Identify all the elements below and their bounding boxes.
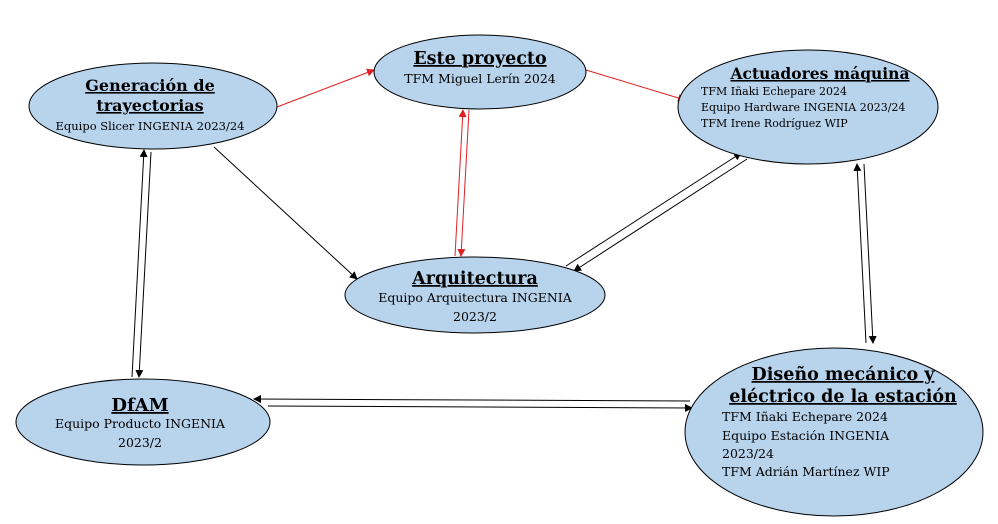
node-generacion-de-trayectorias[interactable]: Generación de trayectorias Equipo Slicer… — [28, 62, 278, 150]
node-diseno-mecanico-y-electrico[interactable]: Diseño mecánico y eléctrico de la estaci… — [684, 347, 984, 517]
node-arquitectura-ellipse — [344, 256, 606, 334]
node-actuadores-maquina[interactable]: Actuadores máquina TFM Iñaki Echepare 20… — [677, 49, 939, 165]
edge-generacion-to-este-proyecto — [276, 68, 375, 108]
node-actuadores-body-line-2: Equipo Hardware INGENIA 2023/24 — [701, 101, 905, 114]
edge-arquitectura-to-actuadores — [565, 152, 742, 267]
edge-actuadores-to-arquitectura — [573, 158, 748, 272]
node-dfam-body-line-1: Equipo Producto INGENIA — [55, 416, 226, 431]
node-dfam-ellipse — [15, 378, 271, 466]
edge-dfam-to-diseno — [267, 403, 693, 412]
node-diseno-body-line-2: Equipo Estación INGENIA — [722, 428, 890, 443]
edge-arquitectura-to-este-proyecto — [454, 109, 467, 257]
edge-este-proyecto-to-actuadores — [585, 69, 686, 102]
node-arquitectura-body-line-1: Equipo Arquitectura INGENIA — [378, 290, 572, 305]
node-diseno-title-line-2: eléctrico de la estación — [729, 387, 957, 407]
node-diseno-title-line-1: Diseño mecánico y — [752, 365, 936, 385]
node-diseno-body-line-1: TFM Iñaki Echepare 2024 — [722, 409, 888, 424]
node-este-proyecto[interactable]: Este proyecto TFM Miguel Lerín 2024 — [373, 34, 587, 110]
node-arquitectura-title-line-1: Arquitectura — [411, 269, 538, 289]
node-generacion-title-line-2: trayectorias — [96, 96, 203, 115]
node-arquitectura-body-line-2: 2023/2 — [453, 309, 497, 324]
edge-generacion-to-dfam — [135, 151, 152, 378]
node-este-proyecto-body-line-1: TFM Miguel Lerín 2024 — [404, 71, 556, 86]
edge-generacion-to-arquitectura — [213, 146, 358, 280]
node-dfam-body-line-2: 2023/2 — [118, 435, 162, 450]
edge-diseno-to-actuadores — [853, 163, 867, 344]
node-actuadores-body-line-1: TFM Iñaki Echepare 2024 — [701, 85, 847, 98]
node-generacion-body-line-1: Equipo Slicer INGENIA 2023/24 — [56, 119, 245, 133]
node-este-proyecto-title-line-1: Este proyecto — [413, 49, 546, 69]
node-dfam-title-line-1: DfAM — [111, 395, 168, 416]
node-arquitectura[interactable]: Arquitectura Equipo Arquitectura INGENIA… — [344, 256, 606, 334]
node-actuadores-title-line-1: Actuadores máquina — [729, 64, 909, 83]
edges — [131, 68, 877, 412]
node-generacion-ellipse — [28, 62, 278, 150]
node-diseno-body-line-3: 2023/24 — [722, 446, 774, 461]
edge-dfam-to-generacion — [131, 149, 148, 378]
node-generacion-title-line-1: Generación de — [85, 76, 215, 95]
node-actuadores-ellipse — [677, 49, 939, 165]
node-diseno-ellipse — [684, 347, 984, 517]
node-actuadores-body-line-3: TFM Irene Rodríguez WIP — [701, 117, 848, 130]
node-este-proyecto-ellipse — [373, 34, 587, 110]
edge-actuadores-to-diseno — [863, 163, 877, 344]
edge-este-proyecto-to-arquitectura — [457, 109, 470, 257]
node-dfam[interactable]: DfAM Equipo Producto INGENIA 2023/2 — [15, 378, 271, 466]
node-diseno-body-line-4: TFM Adrián Martínez WIP — [722, 464, 890, 479]
edge-diseno-to-dfam — [253, 395, 691, 404]
